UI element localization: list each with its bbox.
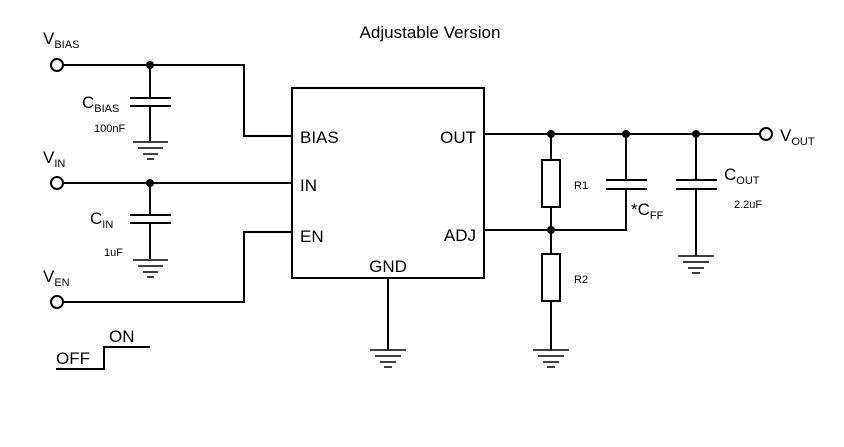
svg-text:OFF: OFF: [56, 349, 90, 368]
svg-text:VEN: VEN: [43, 267, 70, 289]
svg-text:R1: R1: [574, 180, 588, 192]
r1-resistor: R1: [541, 134, 588, 230]
ic-ground: [370, 278, 406, 368]
svg-text:2.2uF: 2.2uF: [734, 199, 762, 211]
svg-text:CBIAS: CBIAS: [82, 93, 119, 115]
adj-wire: [484, 189, 627, 231]
pin-bias-label: BIAS: [300, 128, 339, 147]
svg-text:*CFF: *CFF: [631, 200, 664, 222]
svg-text:ON: ON: [109, 327, 135, 346]
pin-out-label: OUT: [440, 128, 476, 147]
svg-text:VOUT: VOUT: [780, 126, 815, 148]
enable-waveform: OFF ON: [56, 327, 150, 370]
pin-gnd-label: GND: [369, 257, 407, 276]
cin-capacitor: CIN 1uF: [90, 183, 171, 278]
svg-text:R2: R2: [574, 274, 588, 286]
pin-adj-label: ADJ: [444, 226, 476, 245]
regulator-ic: [291, 87, 485, 279]
cff-capacitor: *CFF: [606, 134, 664, 222]
pin-en-label: EN: [300, 227, 324, 246]
vin-terminal: VIN: [43, 148, 65, 190]
svg-text:COUT: COUT: [724, 165, 760, 187]
cbias-capacitor: CBIAS 100nF: [82, 65, 171, 160]
svg-text:CIN: CIN: [90, 209, 113, 231]
svg-text:VBIAS: VBIAS: [43, 29, 79, 51]
svg-text:VIN: VIN: [43, 148, 65, 170]
r2-resistor: R2: [533, 230, 588, 368]
diagram-title: Adjustable Version: [360, 23, 501, 42]
cout-capacitor: COUT 2.2uF: [676, 134, 762, 274]
svg-text:100nF: 100nF: [94, 123, 125, 135]
ven-wire: [63, 231, 292, 303]
svg-text:1uF: 1uF: [104, 247, 123, 259]
ven-terminal: VEN: [43, 267, 70, 309]
pin-in-label: IN: [300, 176, 317, 195]
vout-terminal: VOUT: [759, 126, 815, 148]
